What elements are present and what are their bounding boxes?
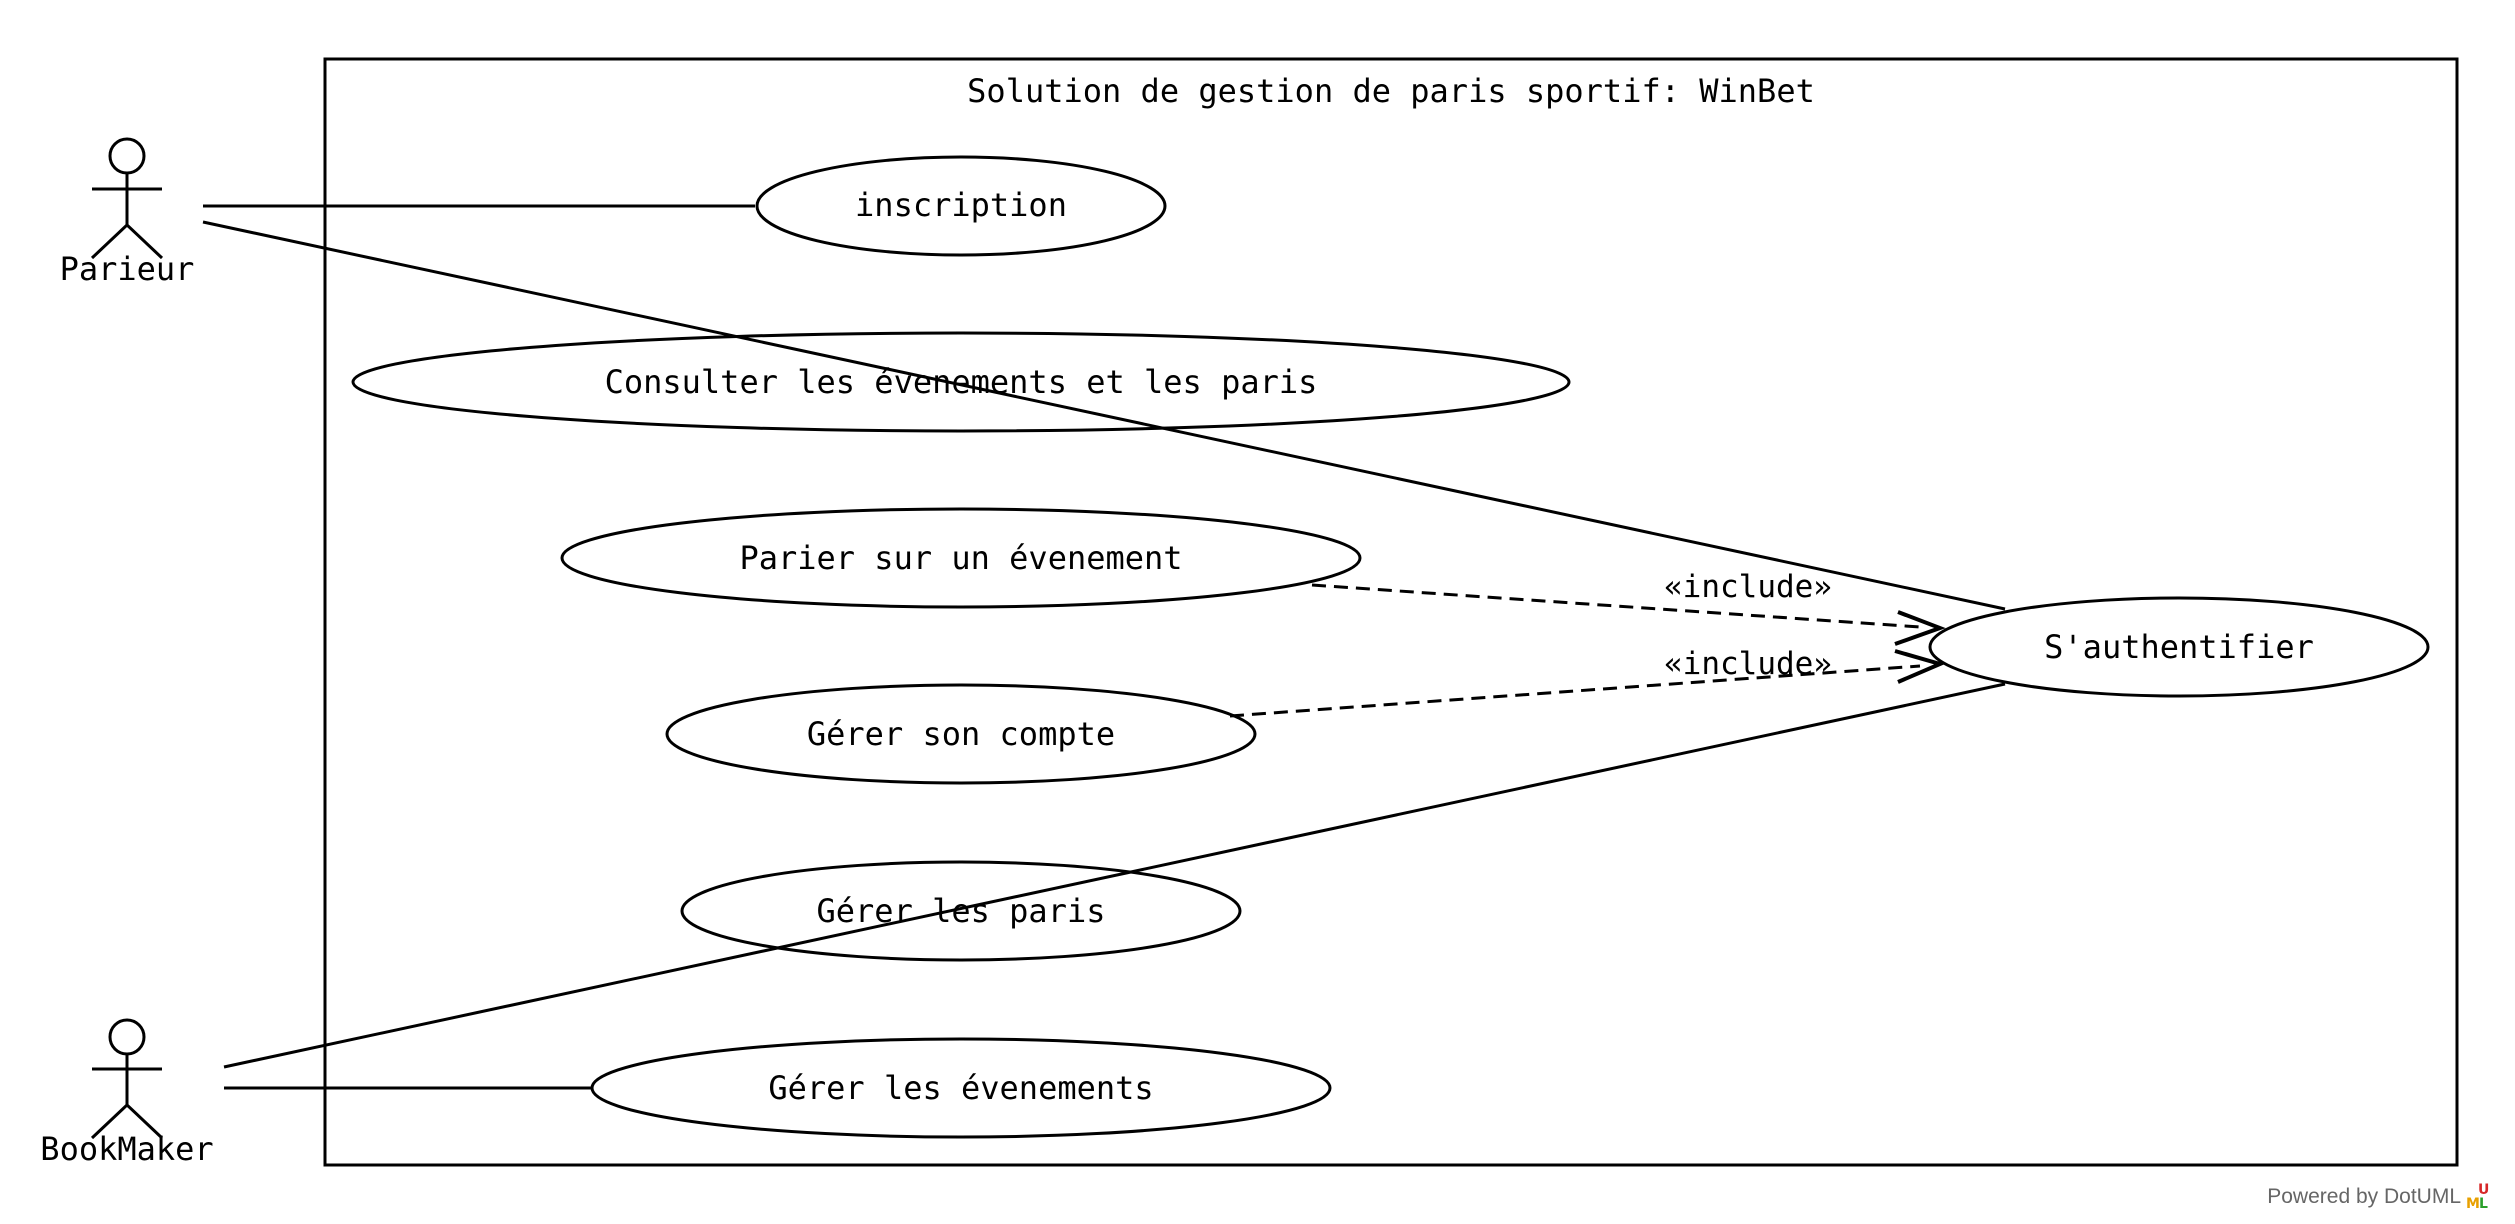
include-gerer-compte-authentifier: «include» [1229, 646, 1946, 718]
actor-bookmaker[interactable]: BookMaker [40, 1018, 214, 1168]
use-case-parier[interactable]: Parier sur un évenement [560, 507, 1362, 609]
use-cases: inscription Consulter les évenements et … [351, 155, 2430, 1139]
include-arrowhead [1894, 610, 1946, 646]
include-parier-authentifier: «include» [1311, 569, 1946, 646]
uml-logo-icon: U M L [2465, 1183, 2489, 1211]
powered-by-text: Powered by DotUML [2267, 1185, 2461, 1208]
use-case-label: Gérer les évenements [768, 1069, 1153, 1107]
include-label: «include» [1664, 646, 1832, 682]
use-case-inscription[interactable]: inscription [755, 155, 1167, 257]
use-case-label: Gérer les paris [817, 892, 1106, 930]
logo-letter-u: U [2478, 1182, 2490, 1198]
use-case-consulter[interactable]: Consulter les évenements et les paris [351, 331, 1571, 433]
logo-letter-m: M [2466, 1196, 2480, 1212]
system-boundary: Solution de gestion de paris sportif: Wi… [323, 57, 2459, 1167]
use-case-label: inscription [855, 186, 1067, 224]
stick-figure-icon [90, 1018, 164, 1140]
use-case-authentifier[interactable]: S'authentifier [1928, 596, 2430, 698]
include-dependencies: «include» «include» [1229, 569, 1946, 718]
actor-name: Parieur [60, 250, 195, 288]
powered-by-footer[interactable]: Powered by DotUML U M L [2267, 1182, 2489, 1212]
use-case-label: Gérer son compte [807, 715, 1115, 753]
actor-parieur[interactable]: Parieur [60, 137, 195, 288]
use-case-gerer-compte[interactable]: Gérer son compte [665, 683, 1257, 785]
use-case-label: S'authentifier [2044, 628, 2314, 666]
logo-letter-l: L [2479, 1196, 2488, 1212]
include-label: «include» [1664, 569, 1832, 605]
stick-figure-icon [90, 137, 164, 260]
use-case-gerer-paris[interactable]: Gérer les paris [680, 860, 1242, 962]
use-case-gerer-evenements[interactable]: Gérer les évenements [590, 1037, 1332, 1139]
use-case-label: Consulter les évenements et les paris [605, 363, 1318, 401]
include-arrowhead [1894, 649, 1946, 684]
system-title: Solution de gestion de paris sportif: Wi… [967, 72, 1815, 110]
association-bookmaker-authentifier [223, 682, 2006, 1069]
use-case-label: Parier sur un évenement [739, 539, 1182, 577]
associations [202, 204, 2006, 1090]
actor-name: BookMaker [40, 1130, 213, 1168]
association-parieur-authentifier [202, 220, 2006, 611]
